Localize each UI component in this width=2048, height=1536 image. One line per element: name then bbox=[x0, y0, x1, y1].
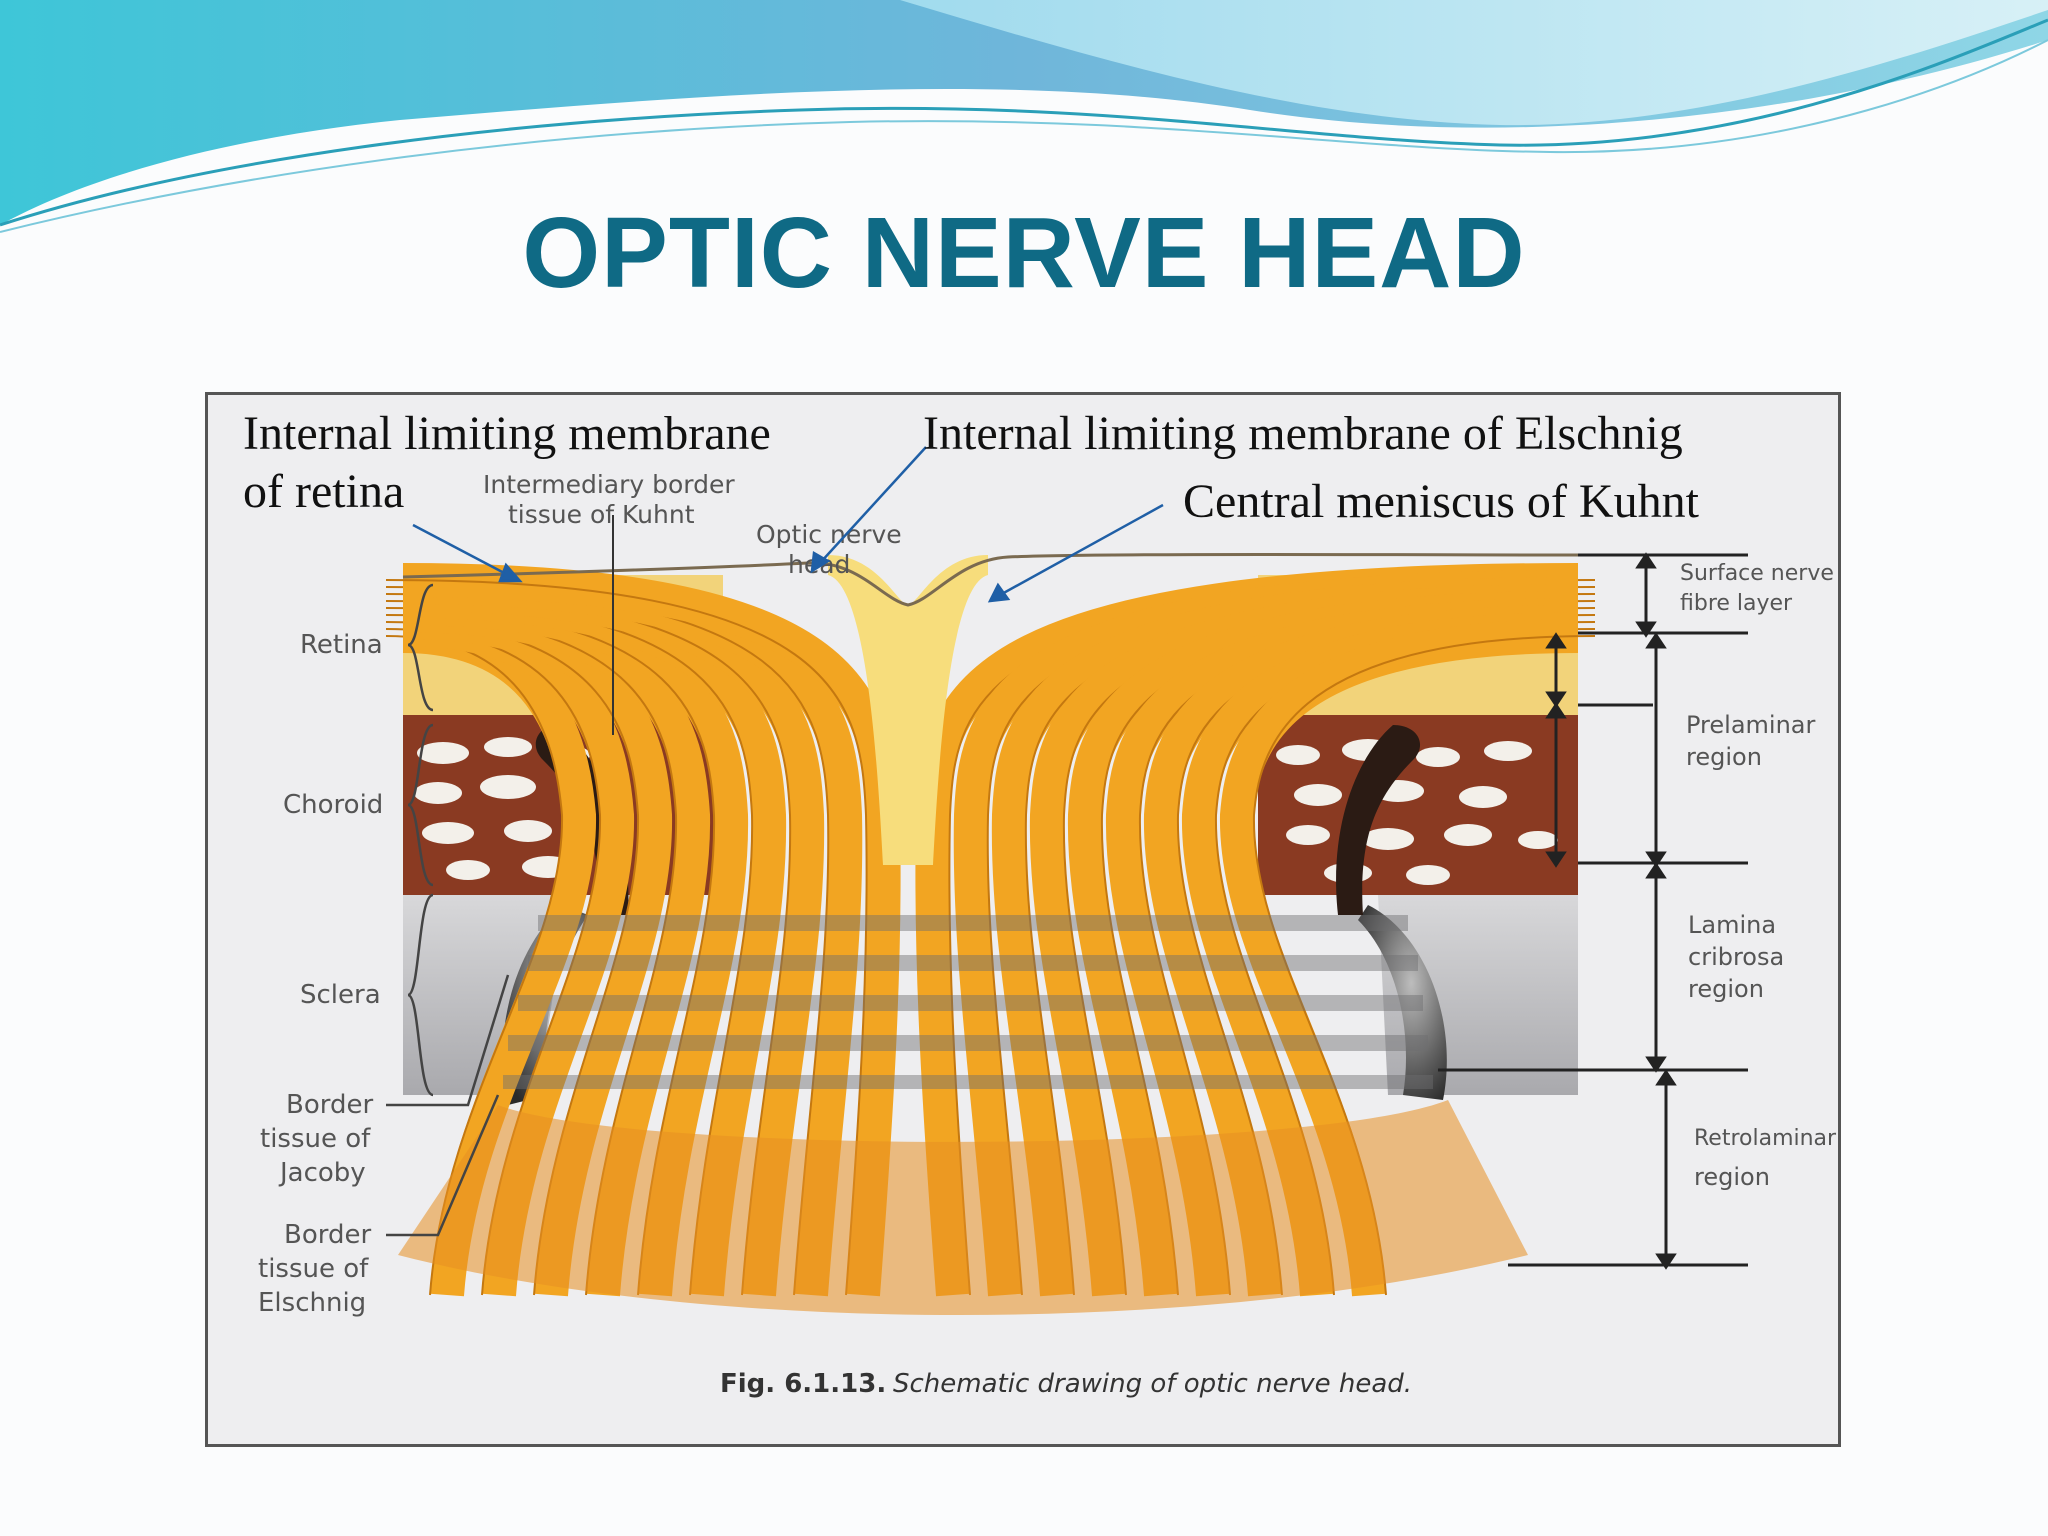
nerve-fibre-edge bbox=[385, 635, 564, 1296]
nerve-fibre-bundle bbox=[1219, 619, 1579, 1297]
label-retrolaminar: Retrolaminar bbox=[1694, 1126, 1837, 1151]
retrolaminar-zone bbox=[398, 1100, 1528, 1315]
label-lamina-2: cribrosa bbox=[1688, 943, 1784, 971]
optic-nerve-diagram: Intermediary border tissue of Kuhnt Opti… bbox=[258, 446, 1837, 1399]
label-choroid: Choroid bbox=[283, 790, 383, 820]
figure-number: Fig. 6.1.13. bbox=[720, 1369, 886, 1399]
label-elschnig-2: tissue of bbox=[258, 1254, 369, 1284]
label-surface-fibre: Surface nerve bbox=[1680, 561, 1834, 586]
label-ilm-retina: Internal limiting membrane of retina bbox=[243, 405, 771, 521]
figure-caption: Schematic drawing of optic nerve head. bbox=[893, 1369, 1412, 1399]
region-brackets bbox=[1438, 552, 1748, 1270]
label-elschnig-3: Elschnig bbox=[258, 1288, 366, 1318]
nerve-fibre-edge bbox=[385, 579, 868, 1296]
label-ilm-retina-line2: of retina bbox=[243, 465, 405, 518]
label-intermediary-border-2: tissue of Kuhnt bbox=[508, 500, 695, 529]
label-optic-nerve-head: Optic nerve bbox=[756, 520, 902, 549]
slide-title: OPTIC NERVE HEAD bbox=[522, 197, 1526, 309]
label-ilm-elschnig: Internal limiting membrane of Elschnig bbox=[923, 407, 1683, 460]
annotation-arrows bbox=[412, 446, 1164, 603]
label-central-meniscus: Central meniscus of Kuhnt bbox=[1183, 475, 1699, 528]
nerve-fibre-edge bbox=[385, 600, 754, 1296]
label-lamina-3: region bbox=[1688, 975, 1764, 1003]
label-sclera: Sclera bbox=[300, 980, 381, 1010]
nerve-fibre-edge bbox=[385, 614, 678, 1296]
label-ilm-retina-line1: Internal limiting membrane bbox=[243, 407, 771, 460]
label-jacoby-3: Jacoby bbox=[278, 1158, 366, 1188]
label-elschnig-1: Border bbox=[284, 1220, 371, 1250]
label-lamina: Lamina bbox=[1688, 911, 1776, 939]
label-jacoby-2: tissue of bbox=[260, 1124, 371, 1154]
lamina-cribrosa bbox=[503, 915, 1433, 1089]
label-surface-fibre-2: fibre layer bbox=[1680, 591, 1793, 616]
label-prelaminar-2: region bbox=[1686, 743, 1762, 771]
optic-cup bbox=[828, 555, 988, 865]
label-prelaminar: Prelaminar bbox=[1686, 711, 1815, 739]
header-waves bbox=[0, 0, 2048, 233]
figure-frame: Intermediary border tissue of Kuhnt Opti… bbox=[205, 392, 1841, 1447]
label-retrolaminar-2: region bbox=[1694, 1163, 1770, 1191]
nerve-fibre-edge bbox=[1252, 635, 1596, 1296]
label-intermediary-border: Intermediary border bbox=[483, 470, 735, 499]
nerve-fibre-edge bbox=[385, 607, 716, 1296]
jacoby-right bbox=[1358, 905, 1447, 1100]
layer-brackets bbox=[386, 583, 510, 1237]
label-retina: Retina bbox=[300, 630, 383, 660]
label-jacoby-1: Border bbox=[286, 1090, 373, 1120]
